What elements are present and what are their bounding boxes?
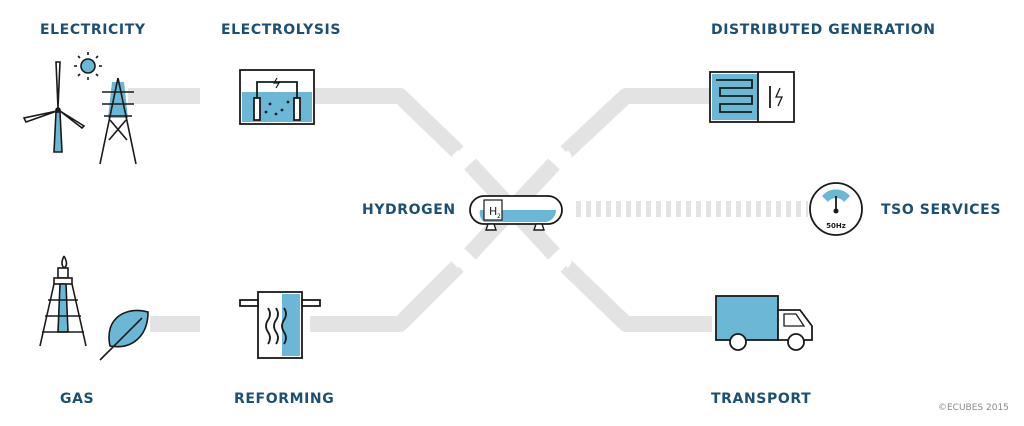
gas-derrick-icon [39,255,87,347]
flow-hydrogen-transport [560,260,712,332]
label-reforming: REFORMING [234,391,335,407]
label-gas: GAS [60,391,95,407]
frequency-gauge-icon: 50Hz [809,182,863,236]
truck-icon [715,295,813,351]
tank-subscript: 2 [497,213,501,220]
label-hydrogen: HYDROGEN [362,202,456,218]
label-tso-services: TSO SERVICES [881,202,1001,218]
chevron [558,254,572,268]
chevron [452,150,466,166]
gauge-label: 50Hz [826,222,846,230]
chevron [558,150,572,164]
flow-lines [128,88,808,332]
electrolysis-cell-icon [239,69,315,125]
flow-chevrons [200,86,572,334]
reformer-icon [239,291,321,359]
label-distributed-generation: DISTRIBUTED GENERATION [711,22,936,38]
flow-hydrogen-distributed [560,88,710,158]
hydrogen-tank-icon: H 2 [469,195,563,231]
power-pylon-icon [99,77,137,165]
chevron [452,252,466,268]
wind-turbine-icon [22,61,86,153]
leaf-icon [99,309,149,361]
label-electrolysis: ELECTROLYSIS [221,22,342,38]
flow-electrolysis-hydrogen [310,88,464,158]
sun-icon [74,52,102,80]
label-transport: TRANSPORT [711,391,812,407]
chevron [200,86,212,106]
heat-exchanger-icon [709,71,795,123]
chevron [200,314,212,334]
tank-symbol: H [489,205,497,218]
copyright: ©ECUBES 2015 [938,403,1009,413]
flow-reforming-hydrogen [310,260,464,332]
label-electricity: ELECTRICITY [40,22,146,38]
